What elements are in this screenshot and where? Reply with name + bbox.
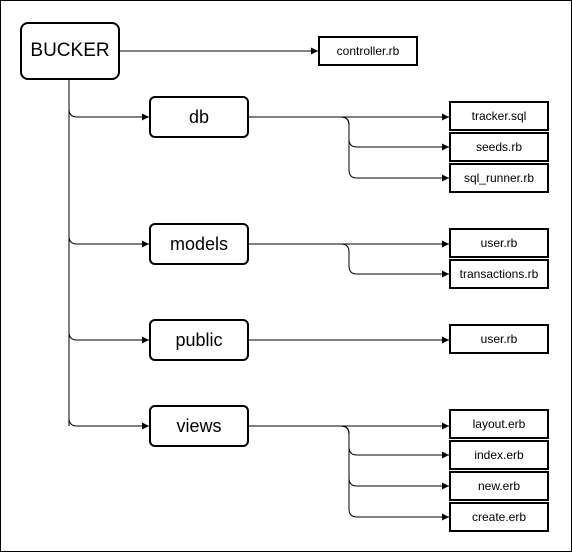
folder-node-models: models bbox=[149, 223, 249, 265]
file-node-tracker-sql: tracker.sql bbox=[449, 101, 549, 131]
connector-models-file-2 bbox=[249, 243, 449, 278]
connector-views-file-4 bbox=[249, 425, 449, 521]
root-node-bucker: BUCKER bbox=[20, 22, 120, 80]
connector-db-file-3 bbox=[249, 116, 449, 182]
file-node-seeds-rb: seeds.rb bbox=[449, 132, 549, 162]
file-node-index-erb: index.erb bbox=[449, 440, 549, 470]
connector-root-models bbox=[68, 235, 149, 248]
file-node-new-erb: new.erb bbox=[449, 471, 549, 501]
connector-root-db bbox=[68, 108, 149, 121]
file-node-public-user-rb: user.rb bbox=[449, 324, 549, 354]
folder-node-db: db bbox=[149, 96, 249, 138]
connector-root-views bbox=[68, 417, 149, 430]
file-node-controller-rb: controller.rb bbox=[318, 36, 418, 66]
folder-node-views: views bbox=[149, 405, 249, 447]
connector-root-public bbox=[68, 331, 149, 344]
file-node-create-erb: create.erb bbox=[449, 502, 549, 532]
file-node-sql-runner-rb: sql_runner.rb bbox=[449, 163, 549, 193]
file-node-layout-erb: layout.erb bbox=[449, 409, 549, 439]
folder-node-public: public bbox=[149, 319, 249, 361]
file-node-user-rb: user.rb bbox=[449, 228, 549, 258]
file-node-transactions-rb: transactions.rb bbox=[449, 259, 549, 289]
